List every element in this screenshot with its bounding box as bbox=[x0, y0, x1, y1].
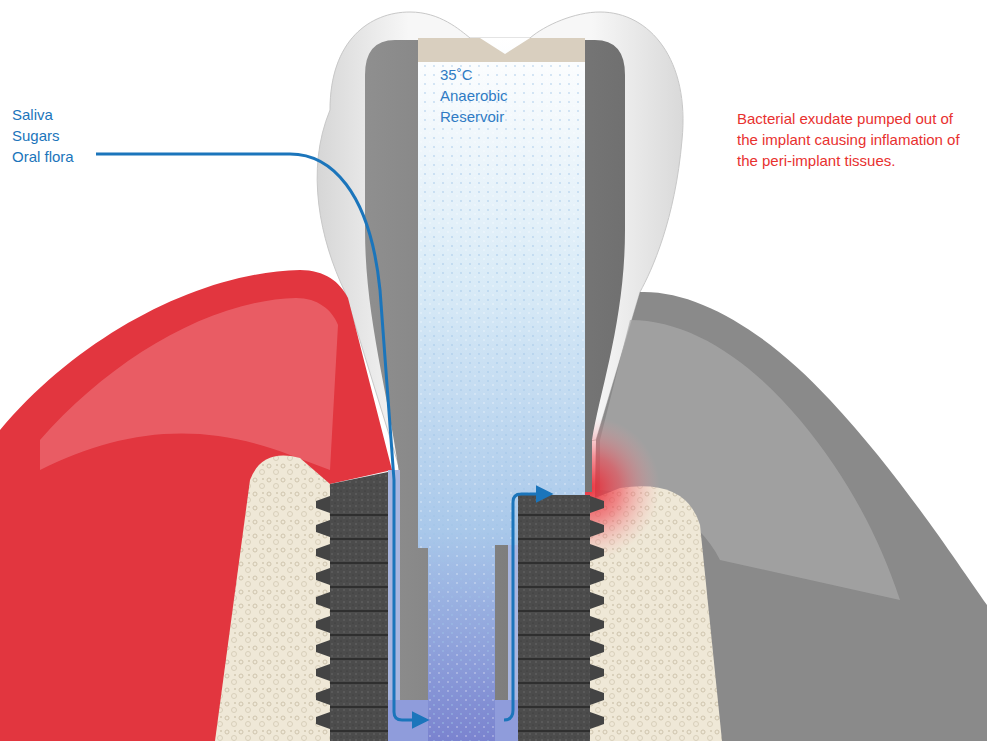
thread-line bbox=[330, 586, 388, 588]
thread-line bbox=[330, 514, 388, 516]
thread-line bbox=[518, 706, 590, 708]
thread-line bbox=[518, 562, 590, 564]
reservoir-label: 35˚C Anaerobic Reservoir bbox=[440, 64, 532, 127]
inflow-label: Saliva bbox=[12, 104, 53, 125]
thread-line bbox=[330, 610, 388, 612]
implant-threads bbox=[316, 496, 604, 731]
thread-tooth bbox=[590, 520, 604, 537]
thread-tooth bbox=[316, 592, 330, 609]
thread-tooth bbox=[316, 616, 330, 633]
thread-tooth bbox=[316, 568, 330, 585]
thread-line bbox=[330, 730, 388, 732]
access-plug bbox=[418, 38, 585, 62]
thread-tooth bbox=[590, 544, 604, 561]
thread-line bbox=[518, 658, 590, 660]
thread-tooth bbox=[316, 664, 330, 681]
thread-tooth bbox=[316, 640, 330, 657]
thread-line bbox=[518, 730, 590, 732]
thread-line bbox=[330, 658, 388, 660]
thread-line bbox=[330, 706, 388, 708]
thread-line bbox=[330, 562, 388, 564]
implant-left bbox=[330, 472, 388, 741]
thread-line bbox=[518, 682, 590, 684]
gum-left bbox=[0, 270, 392, 741]
thread-line bbox=[330, 634, 388, 636]
thread-tooth bbox=[316, 712, 330, 729]
implant-right bbox=[518, 495, 590, 741]
thread-line bbox=[518, 634, 590, 636]
thread-line bbox=[518, 538, 590, 540]
inflow-label: Sugars bbox=[12, 125, 60, 146]
thread-line bbox=[518, 610, 590, 612]
thread-tooth bbox=[590, 688, 604, 705]
thread-tooth bbox=[590, 568, 604, 585]
bone-left bbox=[215, 456, 330, 741]
thread-tooth bbox=[590, 592, 604, 609]
thread-line bbox=[330, 682, 388, 684]
inflow-label: Oral flora bbox=[12, 146, 74, 167]
thread-tooth bbox=[590, 496, 604, 513]
thread-line bbox=[518, 586, 590, 588]
thread-tooth bbox=[590, 640, 604, 657]
thread-tooth bbox=[590, 616, 604, 633]
thread-tooth bbox=[316, 688, 330, 705]
thread-line bbox=[518, 514, 590, 516]
inflow-arrow bbox=[96, 154, 426, 720]
thread-tooth bbox=[316, 520, 330, 537]
thread-tooth bbox=[590, 712, 604, 729]
thread-tooth bbox=[316, 496, 330, 513]
thread-tooth bbox=[316, 544, 330, 561]
thread-line bbox=[330, 538, 388, 540]
gum-left-inner bbox=[40, 298, 338, 470]
outflow-note: Bacterial exudate pumped out of the impl… bbox=[737, 108, 977, 171]
thread-tooth bbox=[590, 664, 604, 681]
outflow-arrow bbox=[504, 494, 550, 720]
